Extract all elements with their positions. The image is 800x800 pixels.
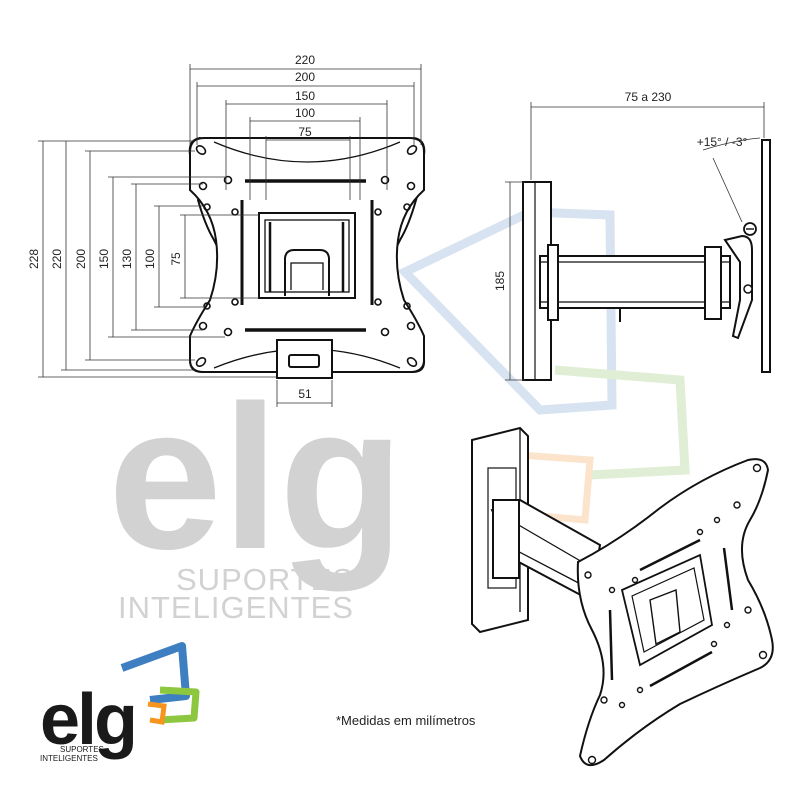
dim-width-220: 220 [295, 53, 315, 67]
height-dimension-lines [38, 140, 277, 378]
hole [380, 327, 390, 337]
front-dimensions: 220 200 150 100 75 228 [27, 53, 422, 407]
hole [374, 298, 382, 306]
perspective-view [471, 426, 774, 767]
hole [203, 302, 211, 310]
hole [231, 298, 239, 306]
dim-side-depth: 75 a 230 [625, 90, 672, 104]
front-mounting-holes [195, 145, 418, 367]
perspective-bracket-hook [649, 589, 681, 646]
watermark: elg SUPORTES INTELIGENTES [108, 207, 690, 625]
hole [198, 181, 208, 191]
perspective-slot [649, 650, 713, 688]
hole [198, 321, 208, 331]
hole [195, 357, 207, 367]
front-top-curve [213, 141, 401, 163]
side-dimension-lines [505, 102, 765, 381]
watermark-line1: SUPORTES [176, 562, 354, 597]
dim-side-height: 185 [493, 271, 507, 291]
logo-line2: INTELIGENTES [40, 754, 98, 763]
side-tv-plate [761, 139, 771, 373]
tab-dimension-lines [276, 380, 333, 407]
hole [403, 302, 411, 310]
logo-line1: SUPORTES [60, 745, 104, 754]
dim-width-150: 150 [295, 89, 315, 103]
bracket-hook [284, 249, 330, 296]
hole [406, 145, 418, 155]
bracket-hook-inner [290, 262, 324, 290]
side-tilt-head [723, 234, 753, 340]
dim-width-75: 75 [298, 125, 312, 139]
watermark-orange-shape [519, 451, 594, 524]
hole [406, 321, 416, 331]
perspective-hinge [492, 499, 520, 579]
hole [403, 203, 411, 211]
dim-height-228: 228 [27, 249, 41, 269]
hole [195, 145, 207, 155]
logo-blue-shape [120, 642, 190, 704]
hole [406, 181, 416, 191]
hole [223, 175, 233, 185]
logo-green-shape [159, 686, 200, 724]
bottom-tab-slot [288, 354, 320, 368]
brand-logo: elg SUPORTES INTELIGENTES [40, 642, 200, 763]
perspective-center-bracket [620, 553, 713, 667]
dim-height-200: 200 [74, 249, 88, 269]
dim-height-130: 130 [120, 249, 134, 269]
perspective-holes [584, 463, 768, 765]
logo-orange-shape [147, 701, 167, 725]
dim-height-100: 100 [143, 249, 157, 269]
watermark-blue-shape [397, 207, 617, 415]
width-dimension-lines [189, 64, 422, 200]
watermark-green-shape [554, 365, 690, 480]
side-hinge-right [704, 246, 722, 320]
hole [374, 208, 382, 216]
logo-text: elg [40, 680, 135, 760]
side-hinge-left [547, 244, 559, 321]
watermark-logo-text: elg [108, 363, 404, 592]
dim-side-tilt: +15° / -3° [697, 135, 748, 149]
hole [406, 357, 418, 367]
dim-height-75: 75 [169, 252, 183, 266]
measurement-note: *Medidas em milímetros [336, 713, 476, 728]
dim-tab-51: 51 [298, 387, 312, 401]
side-tilt-bolt [743, 284, 753, 294]
bottom-tab [276, 339, 333, 379]
dim-width-200: 200 [295, 70, 315, 84]
hole [203, 203, 211, 211]
watermark-line2: INTELIGENTES [118, 590, 354, 625]
dim-height-150: 150 [97, 249, 111, 269]
dim-height-220: 220 [50, 249, 64, 269]
perspective-slot [722, 547, 734, 611]
center-bracket-inner [264, 219, 350, 293]
hole [380, 175, 390, 185]
hole [223, 327, 233, 337]
perspective-slot [639, 538, 701, 572]
center-bracket [258, 212, 356, 299]
side-view: 75 a 230 +15° / -3° 185 [493, 90, 771, 381]
dim-width-100: 100 [295, 106, 315, 120]
perspective-slot [608, 609, 614, 681]
front-view [188, 136, 426, 379]
side-arm [539, 255, 731, 309]
